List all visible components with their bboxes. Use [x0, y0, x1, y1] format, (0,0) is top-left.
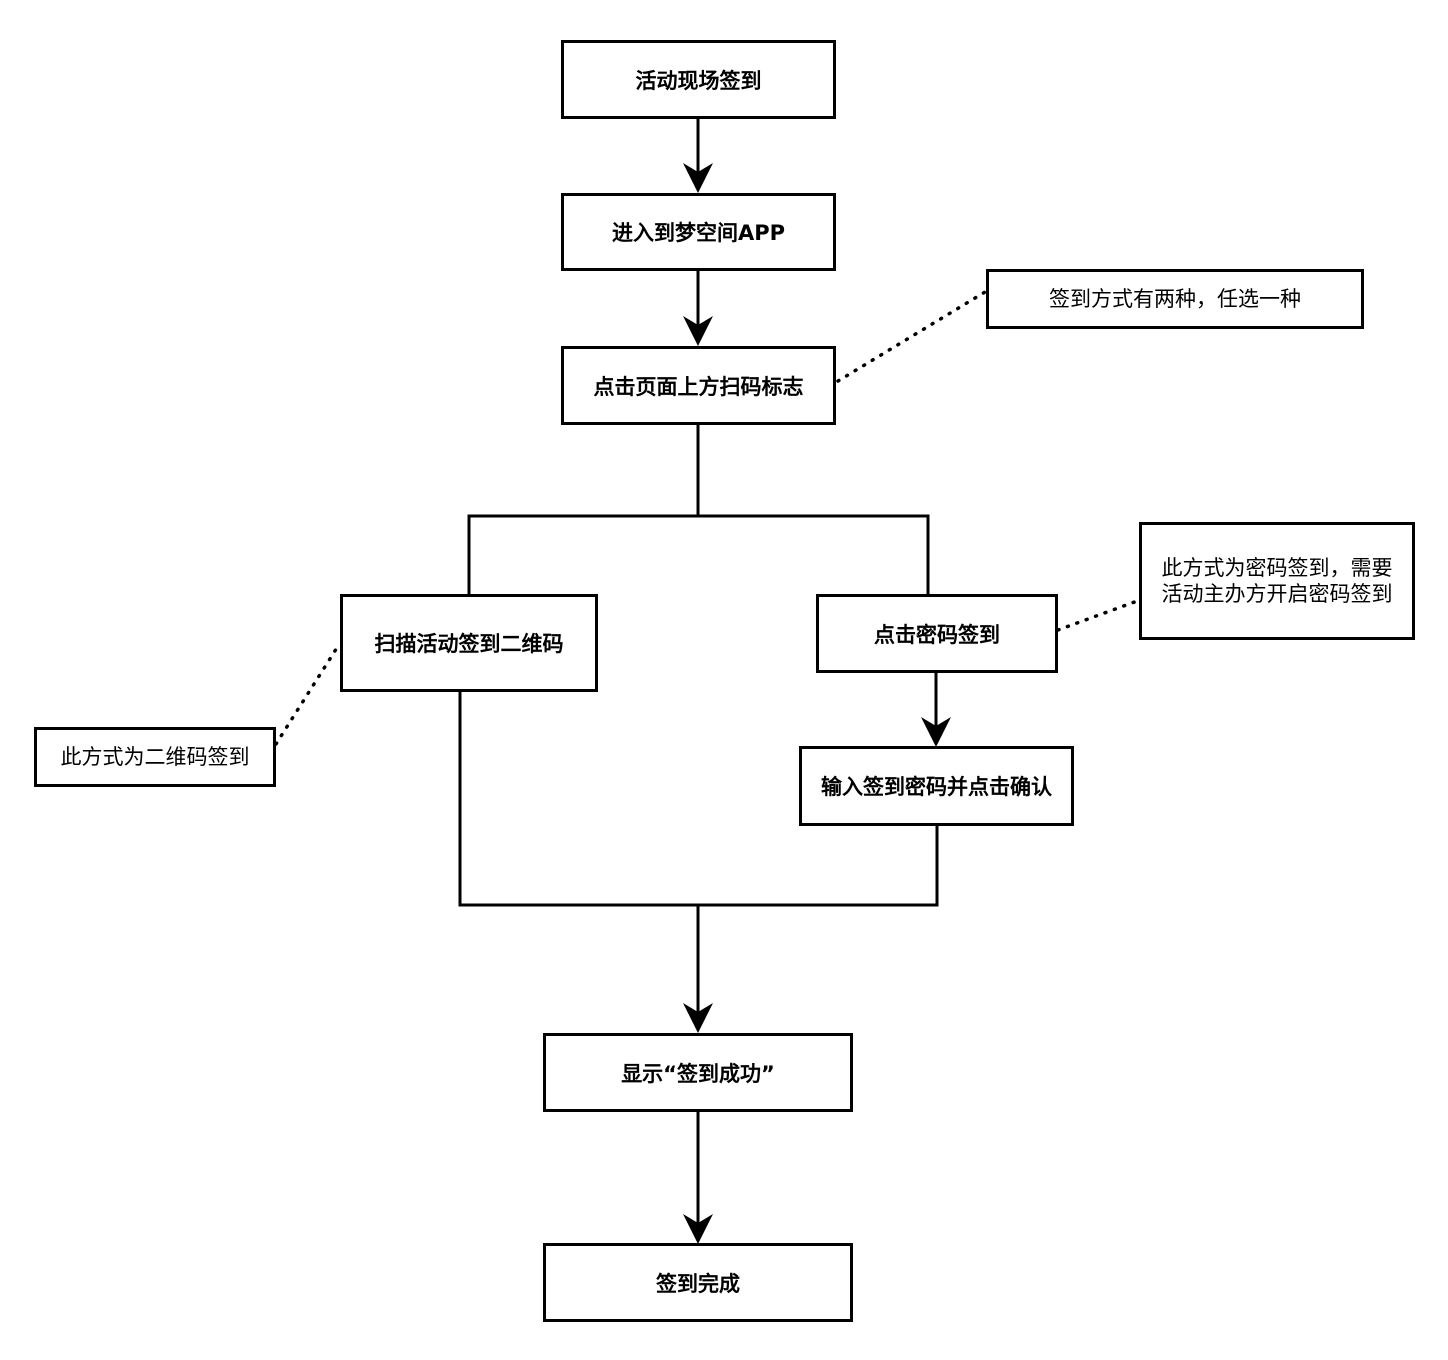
branch-split-line-right [698, 514, 930, 595]
note-qr-method-label: 此方式为二维码签到 [60, 745, 250, 769]
note-qr-method: 此方式为二维码签到 [34, 727, 276, 787]
note-password-line2: 活动主办方开启密码签到 [1161, 582, 1393, 606]
step-click-scan-icon: 点击页面上方扫码标志 [561, 346, 836, 425]
step-click-password: 点击密码签到 [816, 594, 1058, 673]
step-click-password-label: 点击密码签到 [874, 622, 1000, 647]
note-connector-two-ways [836, 290, 987, 383]
step-input-password-label: 输入签到密码并点击确认 [821, 775, 1052, 799]
branch-split-line [467, 424, 700, 595]
step-scan-qr: 扫描活动签到二维码 [340, 594, 598, 692]
note-connector-qr [274, 641, 342, 746]
step-input-password: 输入签到密码并点击确认 [799, 746, 1074, 826]
note-password-line1: 此方式为密码签到，需要 [1161, 556, 1393, 580]
note-password-method: 此方式为密码签到，需要 活动主办方开启密码签到 [1139, 522, 1415, 640]
note-two-ways: 签到方式有两种，任选一种 [986, 269, 1364, 329]
step-enter-app-label: 进入到梦空间APP [611, 221, 786, 245]
step-scan-qr-label: 扫描活动签到二维码 [374, 632, 564, 656]
note-connector-password [1056, 598, 1142, 632]
step-start-checkin: 活动现场签到 [561, 40, 836, 119]
step-done: 签到完成 [543, 1243, 853, 1322]
step-start-label: 活动现场签到 [635, 68, 762, 93]
note-two-ways-label: 签到方式有两种，任选一种 [1049, 287, 1301, 311]
step-show-success: 显示“签到成功” [543, 1033, 853, 1112]
step-done-label: 签到完成 [656, 1271, 740, 1296]
step-enter-app: 进入到梦空间APP [561, 193, 836, 271]
step-show-success-label: 显示“签到成功” [621, 1061, 775, 1086]
step-click-scan-label: 点击页面上方扫码标志 [593, 374, 804, 399]
